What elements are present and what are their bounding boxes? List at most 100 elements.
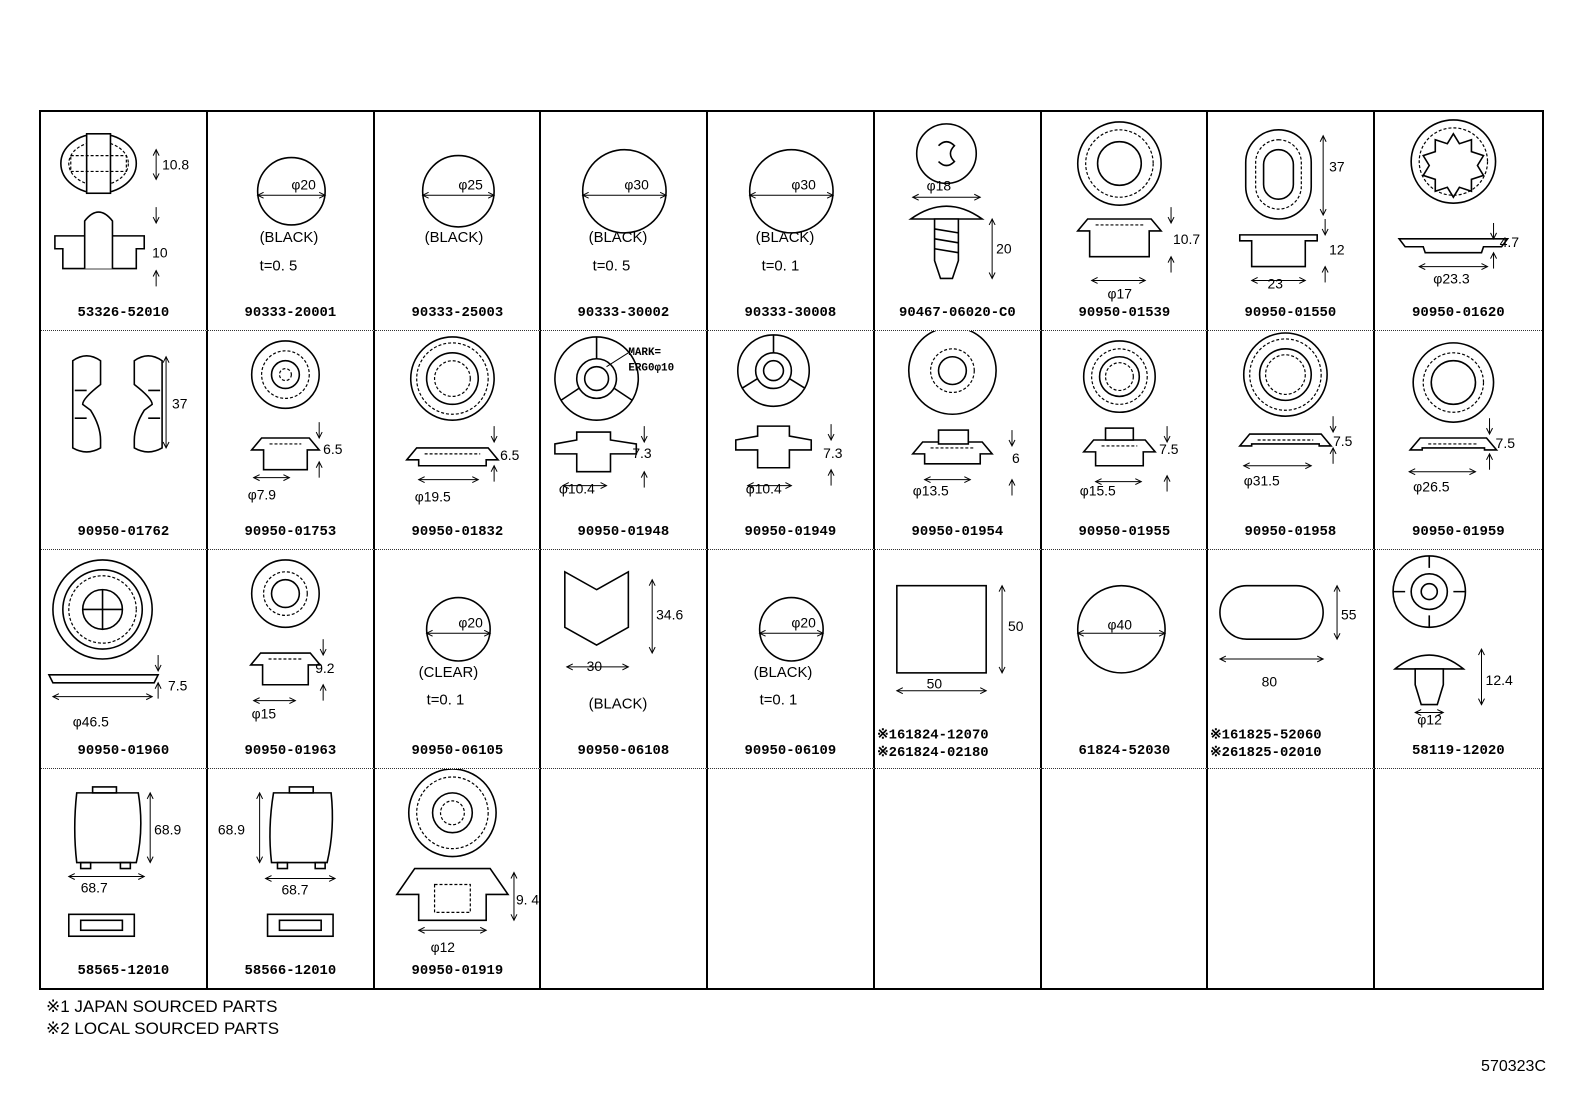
dimension-label: φ46.5 [73, 713, 109, 729]
hex-plug-icon [564, 570, 630, 647]
dimension-label: 30 [587, 658, 603, 674]
oval-grommet-icon [1245, 129, 1313, 220]
empty-cell [875, 769, 1042, 988]
dimension-label: 10.7 [1173, 231, 1200, 247]
grommet-top-icon [250, 340, 320, 410]
dimension-label: 10 [152, 245, 168, 261]
empty-cell [1042, 769, 1209, 988]
part-number: 90333-30008 [745, 305, 837, 321]
cap-side-icon [266, 913, 334, 938]
dimension-label: 7.5 [1334, 433, 1354, 449]
grommet-side-icon [1238, 433, 1334, 447]
dimension-label: 50 [926, 676, 942, 692]
mark-label: MARK= [629, 347, 662, 359]
grommet-side-icon [248, 652, 322, 686]
grommet-side-icon [735, 425, 813, 469]
dimension-label: 12 [1330, 242, 1346, 258]
grommet-side-icon [1408, 437, 1499, 451]
dimension-label: φ15.5 [1079, 483, 1115, 499]
dimension-label: (BLACK) [589, 697, 648, 713]
dimension-label: 34.6 [656, 606, 683, 622]
empty-cell [1208, 769, 1376, 988]
part-number: 90950-01958 [1245, 524, 1337, 540]
part-number: ※161825-52060 [1210, 727, 1322, 743]
grommet-top-icon [409, 336, 495, 421]
part-drawing: 68.9 68.7 58565-12010 [67, 786, 181, 979]
dimension-label: φ20 [791, 614, 816, 630]
part-cell-58566-12010: 68.9 68.7 58566-12010 [208, 769, 375, 988]
dimension-label: 12.4 [1486, 672, 1514, 688]
dimension-label: 9.2 [315, 660, 335, 676]
part-cell-61824-12070: 50 50 ※161824-12070 ※261824-02180 [874, 550, 1042, 769]
dimension-label: 55 [1341, 606, 1357, 622]
grommet-side-icon [394, 867, 510, 922]
part-number: ※161824-12070 [877, 727, 989, 743]
plug-disc-icon [256, 156, 326, 226]
part-number: 90333-20001 [244, 305, 336, 321]
part-number: 90950-01539 [1078, 305, 1170, 321]
cap-icon [268, 792, 333, 864]
grommet-top-icon [52, 559, 153, 660]
dimension-label: 7.3 [633, 445, 653, 461]
cap-side-icon [67, 913, 136, 938]
part-drawing [875, 769, 1040, 988]
dimension-label: φ10.4 [559, 481, 595, 497]
part-drawing: 68.9 68.7 58566-12010 [218, 786, 336, 979]
grommet-top-icon [907, 331, 997, 416]
grommet-side-icon [1075, 218, 1163, 258]
dimension-label: φ26.5 [1413, 479, 1450, 495]
part-cell-90950-06108: 34.6 30 (BLACK)90950-06108 [541, 550, 709, 769]
dimension-label: t=0. 1 [426, 693, 464, 709]
dimension-label: 7.5 [168, 678, 188, 694]
part-cell-58565-12010: 68.9 68.7 58565-12010 [41, 769, 208, 988]
dimension-label: 9. 4 [516, 891, 539, 907]
part-number: 90950-01550 [1245, 305, 1337, 321]
clip-icon [54, 133, 146, 270]
part-number: 90950-01832 [411, 524, 503, 540]
part-number: 58119-12020 [1412, 743, 1505, 759]
dimension-label: (BLACK) [754, 665, 813, 681]
dimension-label: t=0. 1 [760, 693, 798, 709]
part-drawing: φ20 (BLACK) t=0. 1 90950-06109 [745, 596, 837, 759]
grommet-top-icon [1412, 342, 1495, 423]
part-number: 90950-06109 [745, 743, 837, 759]
figure-code: 570323C [1481, 1058, 1546, 1075]
footnotes: ※1 JAPAN SOURCED PARTS ※2 LOCAL SOURCED … [46, 996, 279, 1040]
dimension-label: 6.5 [500, 447, 520, 463]
dimension-label: 68.9 [218, 822, 245, 838]
dimension-label: 68.7 [81, 879, 108, 895]
dimension-label: (BLACK) [424, 230, 483, 246]
plug-side-icon [1393, 654, 1466, 670]
dimension-label: 7.5 [1159, 441, 1179, 457]
part-drawing: 50 50 ※161824-12070 ※261824-02180 [877, 584, 1024, 761]
dimension-label: φ10.4 [746, 481, 782, 497]
dimension-label: 6 [1012, 450, 1020, 466]
grommet-side-icon [249, 437, 321, 471]
part-number: 90950-01949 [745, 524, 837, 540]
dimension-label: 20 [996, 241, 1012, 257]
part-number: 90950-06105 [411, 743, 503, 759]
